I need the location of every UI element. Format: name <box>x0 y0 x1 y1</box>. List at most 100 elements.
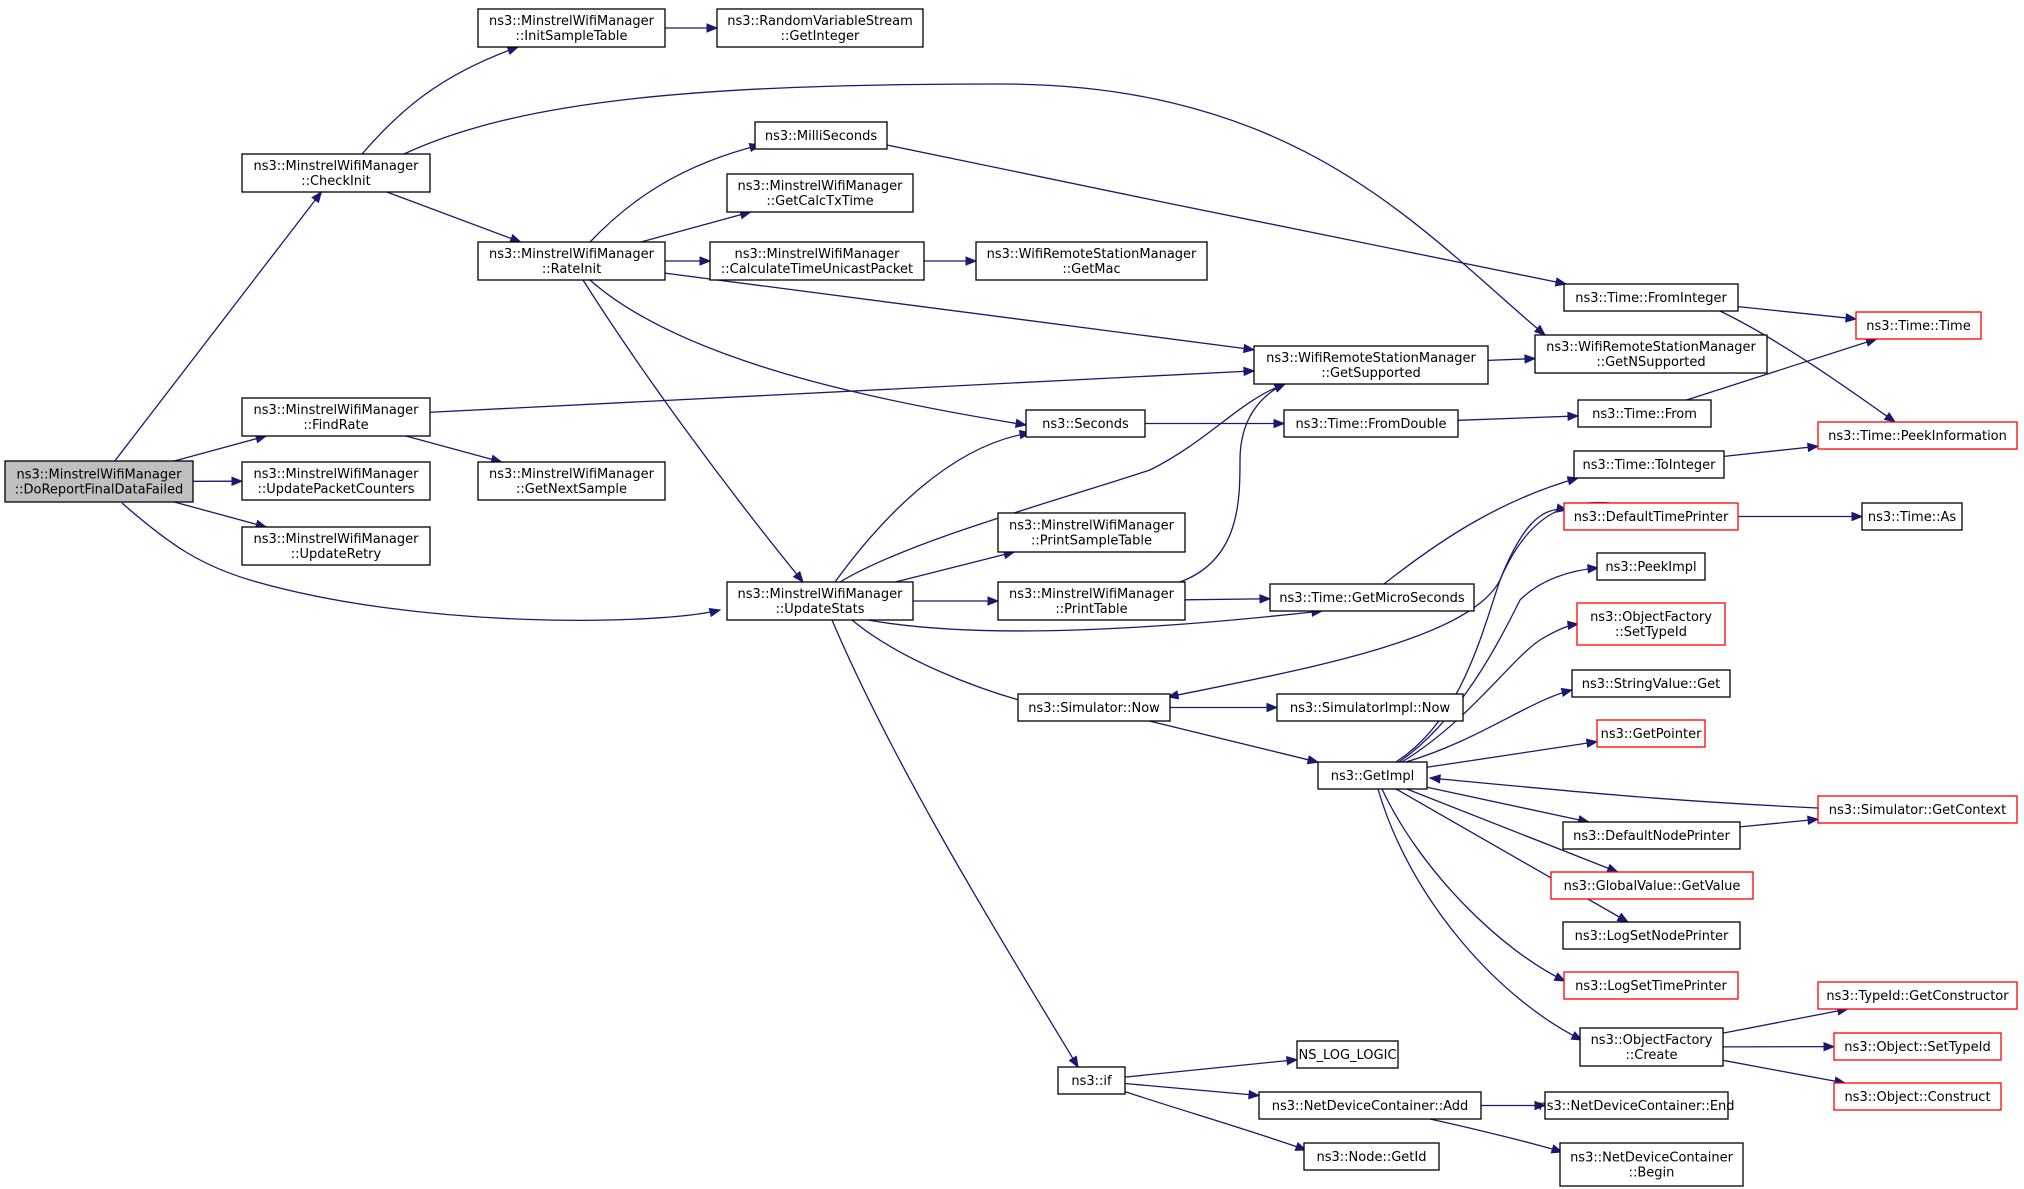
node-time-getmicroseconds[interactable]: ns3::Time::GetMicroSeconds <box>1269 583 1475 612</box>
node-label: ns3::ObjectFactory <box>1590 610 1712 625</box>
edge-line <box>1119 1089 1307 1151</box>
node-minstrelwifimanager-rateinit[interactable]: ns3::MinstrelWifiManager::RateInit <box>477 241 666 281</box>
node-time-time[interactable]: ns3::Time::Time <box>1855 311 1982 340</box>
node-minstrelwifimanager-checkinit[interactable]: ns3::MinstrelWifiManager::CheckInit <box>241 153 431 193</box>
node-randomvariablestream-getinteger[interactable]: ns3::RandomVariableStream::GetInteger <box>716 8 924 48</box>
node-label: ns3::Time::PeekInformation <box>1828 429 2007 444</box>
node-label: ns3::Time::As <box>1868 510 1957 525</box>
node-label: ns3::NetDeviceContainer::End <box>1538 1099 1734 1114</box>
node-box <box>1253 345 1489 385</box>
node-minstrelwifimanager-initsampletable[interactable]: ns3::MinstrelWifiManager::InitSampleTabl… <box>477 8 666 48</box>
node-node-getid[interactable]: ns3::Node::GetId <box>1303 1142 1440 1171</box>
node-logsettimeprinter[interactable]: ns3::LogSetTimePrinter <box>1563 971 1739 1000</box>
node-minstrelwifimanager-doreportfinaldatafailed[interactable]: ns3::MinstrelWifiManager::DoReportFinalD… <box>4 460 194 503</box>
edge-arrowhead <box>1807 815 1820 825</box>
edge-n25-n41 <box>1406 788 1619 873</box>
node-box <box>1833 1082 2002 1111</box>
node-globalvalue-getvalue[interactable]: ns3::GlobalValue::GetValue <box>1550 871 1754 900</box>
node-objectfactory-create[interactable]: ns3::ObjectFactory::Create <box>1579 1027 1724 1067</box>
edge-line <box>1401 623 1579 763</box>
edge-line <box>1426 786 1589 823</box>
edge-n19-n27 <box>1124 1082 1261 1100</box>
node-label: ns3::Time::GetMicroSeconds <box>1279 591 1465 606</box>
node-time-as[interactable]: ns3::Time::As <box>1861 502 1963 531</box>
node-label: ::Begin <box>1629 1166 1675 1181</box>
node-if[interactable]: ns3::if <box>1057 1066 1126 1095</box>
node-getimpl[interactable]: ns3::GetImpl <box>1317 761 1428 790</box>
node-logsetnodeprinter[interactable]: ns3::LogSetNodePrinter <box>1562 921 1741 950</box>
node-time-tointeger[interactable]: ns3::Time::ToInteger <box>1573 450 1725 479</box>
edge-line <box>1184 598 1271 601</box>
node-netdevicecontainer-end[interactable]: ns3::NetDeviceContainer::End <box>1538 1091 1735 1120</box>
node-simulator-getcontext[interactable]: ns3::Simulator::GetContext <box>1817 795 2018 824</box>
edge-n25-n38 <box>1426 738 1599 768</box>
node-peekimpl[interactable]: ns3::PeekImpl <box>1596 552 1706 581</box>
node-time-frominteger[interactable]: ns3::Time::FromInteger <box>1563 283 1739 312</box>
node-minstrelwifimanager-getnextsample[interactable]: ns3::MinstrelWifiManager::GetNextSample <box>477 461 666 501</box>
node-box <box>997 581 1186 621</box>
node-box <box>1596 719 1706 748</box>
node-label: ns3::MilliSeconds <box>765 129 878 144</box>
node-box <box>1579 1027 1724 1067</box>
edge-line <box>831 619 1079 1068</box>
node-label: ns3::NetDeviceContainer::Add <box>1272 1099 1469 1114</box>
node-wifiremotestationmanager-getsupported[interactable]: ns3::WifiRemoteStationManager::GetSuppor… <box>1253 345 1489 385</box>
node-objectfactory-settypeid[interactable]: ns3::ObjectFactory::SetTypeId <box>1576 602 1726 646</box>
node-defaulttimeprinter[interactable]: ns3::DefaultTimePrinter <box>1563 502 1739 531</box>
edge-n9-n17 <box>913 596 1000 606</box>
node-label: ns3::LogSetTimePrinter <box>1575 979 1727 994</box>
edge-line <box>121 502 721 621</box>
edge-n17-n23 <box>1184 594 1272 604</box>
edge-n25-n37 <box>1405 687 1574 763</box>
edge-arrowhead <box>1845 313 1858 323</box>
edge-n32-n31 <box>1723 442 1820 458</box>
edge-line <box>1383 477 1579 585</box>
edge-n7-n11 <box>640 210 752 243</box>
node-box <box>241 526 431 566</box>
node-time-fromdouble[interactable]: ns3::Time::FromDouble <box>1283 409 1459 438</box>
node-minstrelwifimanager-updatestats[interactable]: ns3::MinstrelWifiManager::UpdateStats <box>726 581 914 621</box>
node-minstrelwifimanager-getcalctxtime[interactable]: ns3::MinstrelWifiManager::GetCalcTxTime <box>726 173 914 213</box>
node-minstrelwifimanager-printtable[interactable]: ns3::MinstrelWifiManager::PrintTable <box>997 581 1186 621</box>
node-netdevicecontainer-add[interactable]: ns3::NetDeviceContainer::Add <box>1258 1091 1482 1120</box>
node-milliseconds[interactable]: ns3::MilliSeconds <box>754 121 888 150</box>
node-simulator-now[interactable]: ns3::Simulator::Now <box>1017 693 1171 722</box>
node-ns-log-logic[interactable]: NS_LOG_LOGIC <box>1296 1040 1399 1069</box>
node-minstrelwifimanager-calculatetimeunicastpacket[interactable]: ns3::MinstrelWifiManager::CalculateTimeU… <box>709 241 925 281</box>
node-stringvalue-get[interactable]: ns3::StringValue::Get <box>1571 669 1731 698</box>
node-netdevicecontainer-begin[interactable]: ns3::NetDeviceContainer::Begin <box>1559 1142 1744 1187</box>
node-time-from[interactable]: ns3::Time::From <box>1577 399 1712 428</box>
node-box <box>1573 450 1725 479</box>
node-label: ns3::GetImpl <box>1331 769 1415 784</box>
edge-arrowhead <box>1587 564 1600 574</box>
node-minstrelwifimanager-findrate[interactable]: ns3::MinstrelWifiManager::FindRate <box>241 397 431 437</box>
node-defaultnodeprinter[interactable]: ns3::DefaultNodePrinter <box>1562 821 1741 850</box>
node-label: ns3::MinstrelWifiManager <box>737 587 903 602</box>
edge-arrowhead <box>1014 418 1028 429</box>
node-minstrelwifimanager-printsampletable[interactable]: ns3::MinstrelWifiManager::PrintSampleTab… <box>997 512 1186 553</box>
node-object-construct[interactable]: ns3::Object::Construct <box>1833 1082 2002 1111</box>
node-label: ::UpdateStats <box>775 602 864 617</box>
edge-n25-n44 <box>1377 788 1584 1041</box>
node-wifiremotestationmanager-getnsupported[interactable]: ns3::WifiRemoteStationManager::GetNSuppo… <box>1534 334 1768 374</box>
node-minstrelwifimanager-updatepacketcounters[interactable]: ns3::MinstrelWifiManager::UpdatePacketCo… <box>241 461 431 501</box>
edge-arrowhead <box>1883 412 1897 423</box>
node-box <box>1562 821 1741 850</box>
edge-line <box>1737 305 1857 320</box>
node-typeid-getconstructor[interactable]: ns3::TypeId::GetConstructor <box>1817 981 2018 1010</box>
node-time-peekinformation[interactable]: ns3::Time::PeekInformation <box>1817 421 2018 450</box>
edge-n7-n15 <box>589 279 1028 429</box>
node-label: ns3::WifiRemoteStationManager <box>987 247 1197 262</box>
node-getpointer[interactable]: ns3::GetPointer <box>1596 719 1706 748</box>
node-seconds[interactable]: ns3::Seconds <box>1025 409 1146 438</box>
node-label: ::GetSupported <box>1321 366 1421 381</box>
edge-n15-n22 <box>1145 418 1286 429</box>
node-minstrelwifimanager-updateretry[interactable]: ns3::MinstrelWifiManager::UpdateRetry <box>241 526 431 566</box>
node-box <box>1563 971 1739 1000</box>
edge-n33-n34 <box>1738 511 1864 522</box>
edge-n27-n49 <box>1429 1118 1564 1154</box>
node-object-settypeid[interactable]: ns3::Object::SetTypeId <box>1833 1032 2002 1061</box>
node-label: ::DoReportFinalDataFailed <box>15 483 184 498</box>
node-simulatorimpl-now[interactable]: ns3::SimulatorImpl::Now <box>1276 693 1464 722</box>
node-wifiremotestationmanager-getmac[interactable]: ns3::WifiRemoteStationManager::GetMac <box>975 241 1208 281</box>
